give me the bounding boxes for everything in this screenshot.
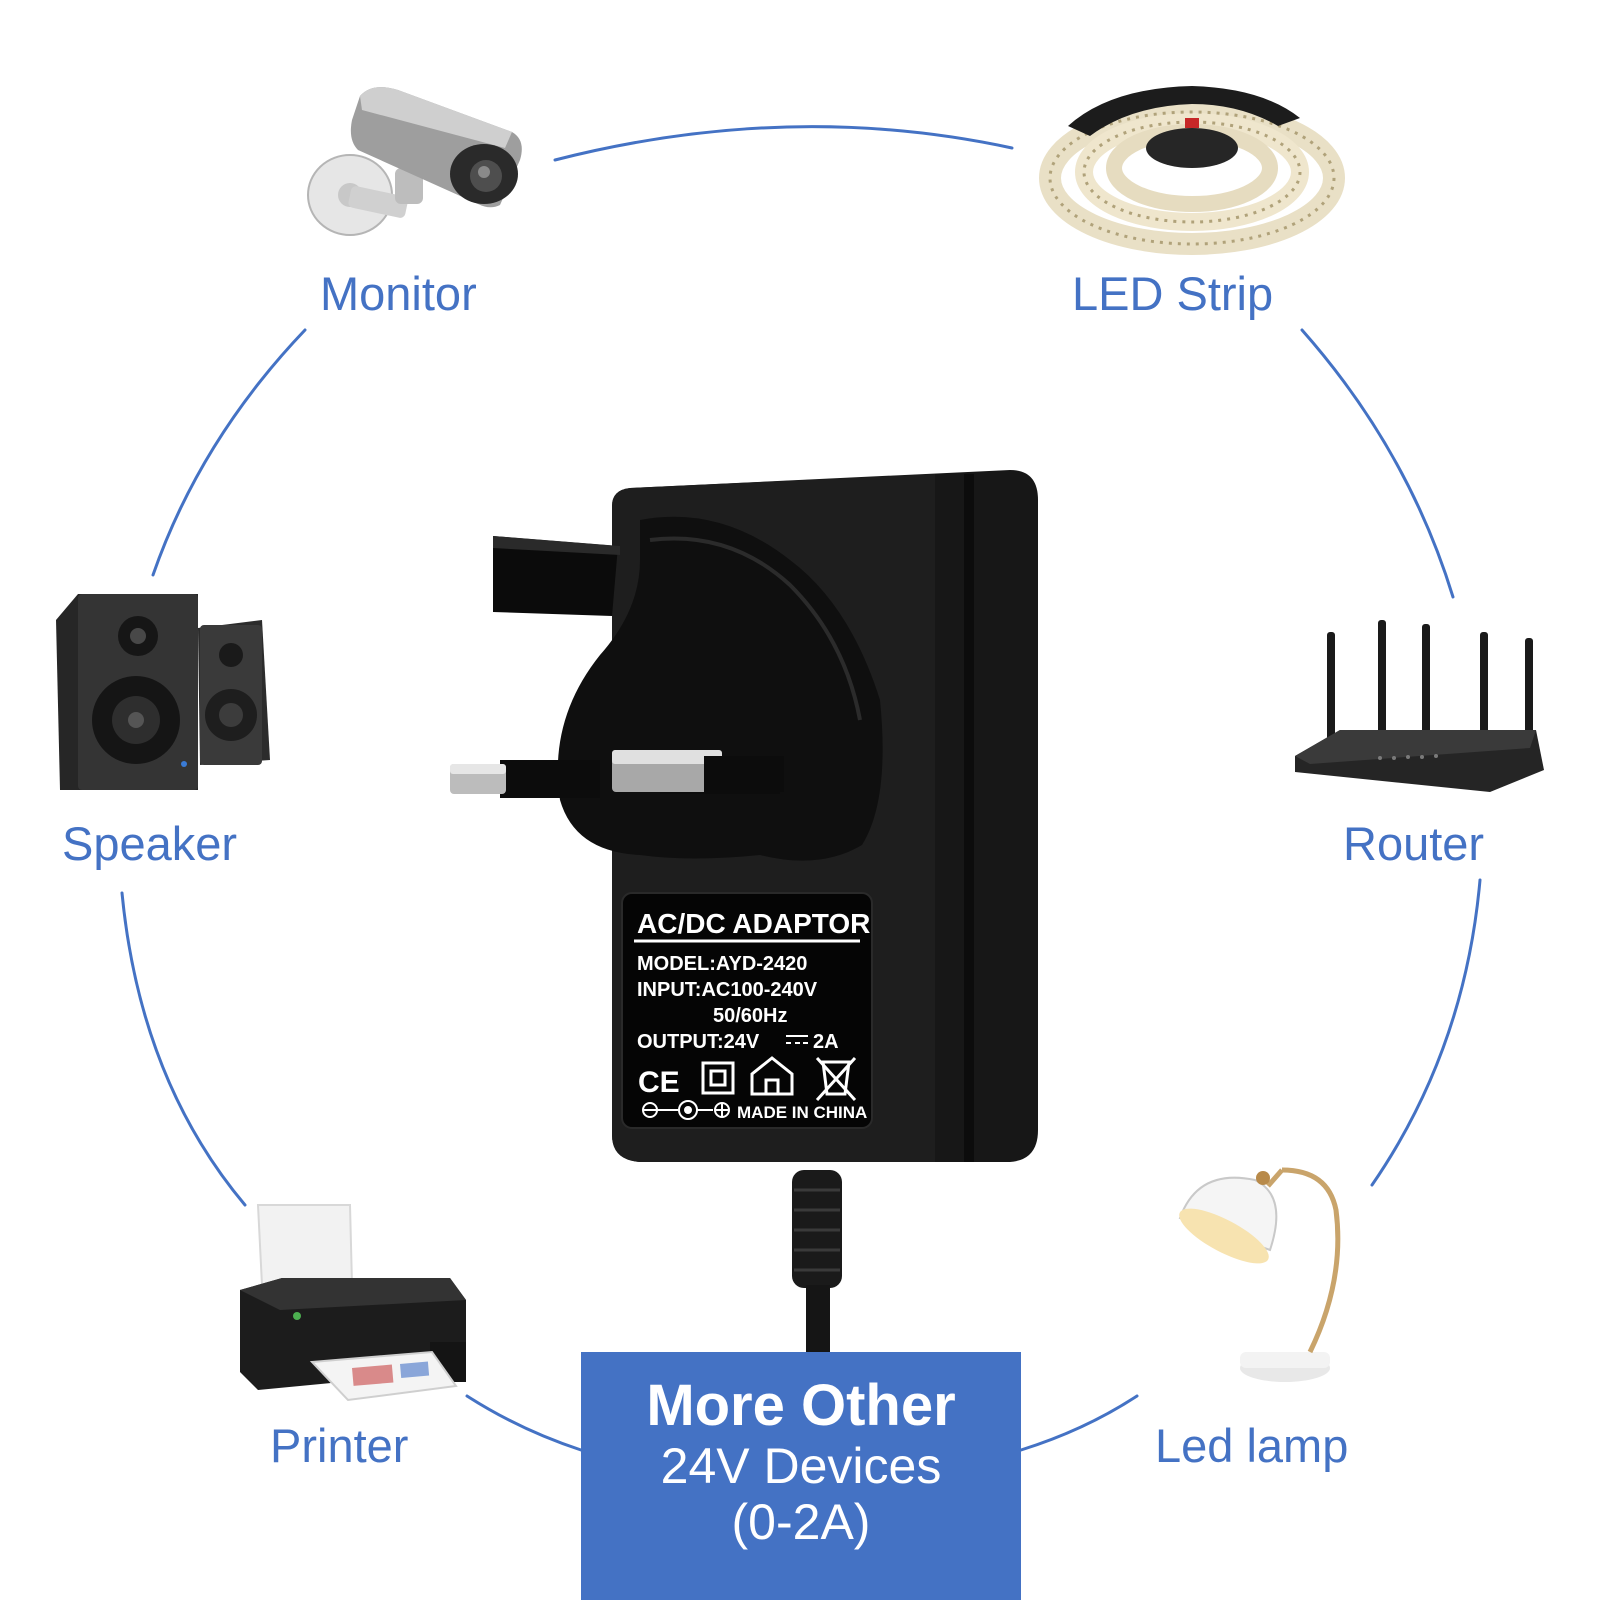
device-label-speaker: Speaker <box>62 817 238 870</box>
arc-lower-left <box>120 891 247 1207</box>
adapter-output-current: 2A <box>813 1031 839 1053</box>
arc-top <box>553 125 1014 162</box>
adapter <box>450 470 1038 1162</box>
arc-upper-right <box>1300 328 1455 599</box>
adapter-origin: MADE IN CHINA <box>737 1103 867 1122</box>
adapter-title: AC/DC ADAPTOR <box>637 908 870 939</box>
adapter-output: OUTPUT:24V <box>637 1031 760 1053</box>
arc-bottom-left <box>465 1394 583 1452</box>
adapter-input: INPUT:AC100-240V <box>637 979 818 1001</box>
adapter-model: MODEL:AYD-2420 <box>637 953 807 975</box>
adapter-label: AC/DC ADAPTOR MODEL:AYD-2420 INPUT:AC100… <box>621 892 873 1129</box>
arc-bottom-right <box>1019 1394 1139 1452</box>
arc-upper-left <box>151 328 307 577</box>
printer-icon <box>240 1204 466 1402</box>
device-label-monitor: Monitor <box>320 267 477 320</box>
security-camera-icon <box>307 87 522 236</box>
weee-bin-icon <box>815 1056 857 1102</box>
led-strip-icon <box>1039 86 1345 255</box>
device-label-printer: Printer <box>270 1419 409 1472</box>
arc-lower-right <box>1370 878 1482 1187</box>
callout-title: More Other <box>646 1373 956 1438</box>
adapter-frequency: 50/60Hz <box>713 1005 788 1027</box>
callout-current: (0-2A) <box>731 1494 871 1550</box>
desk-lamp-icon <box>1178 1167 1341 1382</box>
more-devices-callout: More Other 24V Devices (0-2A) <box>581 1352 1021 1600</box>
device-label-led-strip: LED Strip <box>1072 267 1274 320</box>
connector-arcs <box>120 125 1482 1452</box>
device-label-router: Router <box>1343 817 1485 870</box>
ce-mark-icon: CE <box>638 1066 680 1099</box>
device-label-led-lamp: Led lamp <box>1155 1419 1349 1472</box>
polarity-icon <box>642 1100 730 1120</box>
double-insulation-icon <box>701 1061 735 1095</box>
callout-voltage: 24V Devices <box>660 1438 942 1494</box>
dc-symbol-icon <box>786 1035 808 1044</box>
speaker-icon <box>56 594 270 790</box>
indoor-use-icon <box>750 1056 794 1096</box>
router-icon <box>1295 620 1544 792</box>
